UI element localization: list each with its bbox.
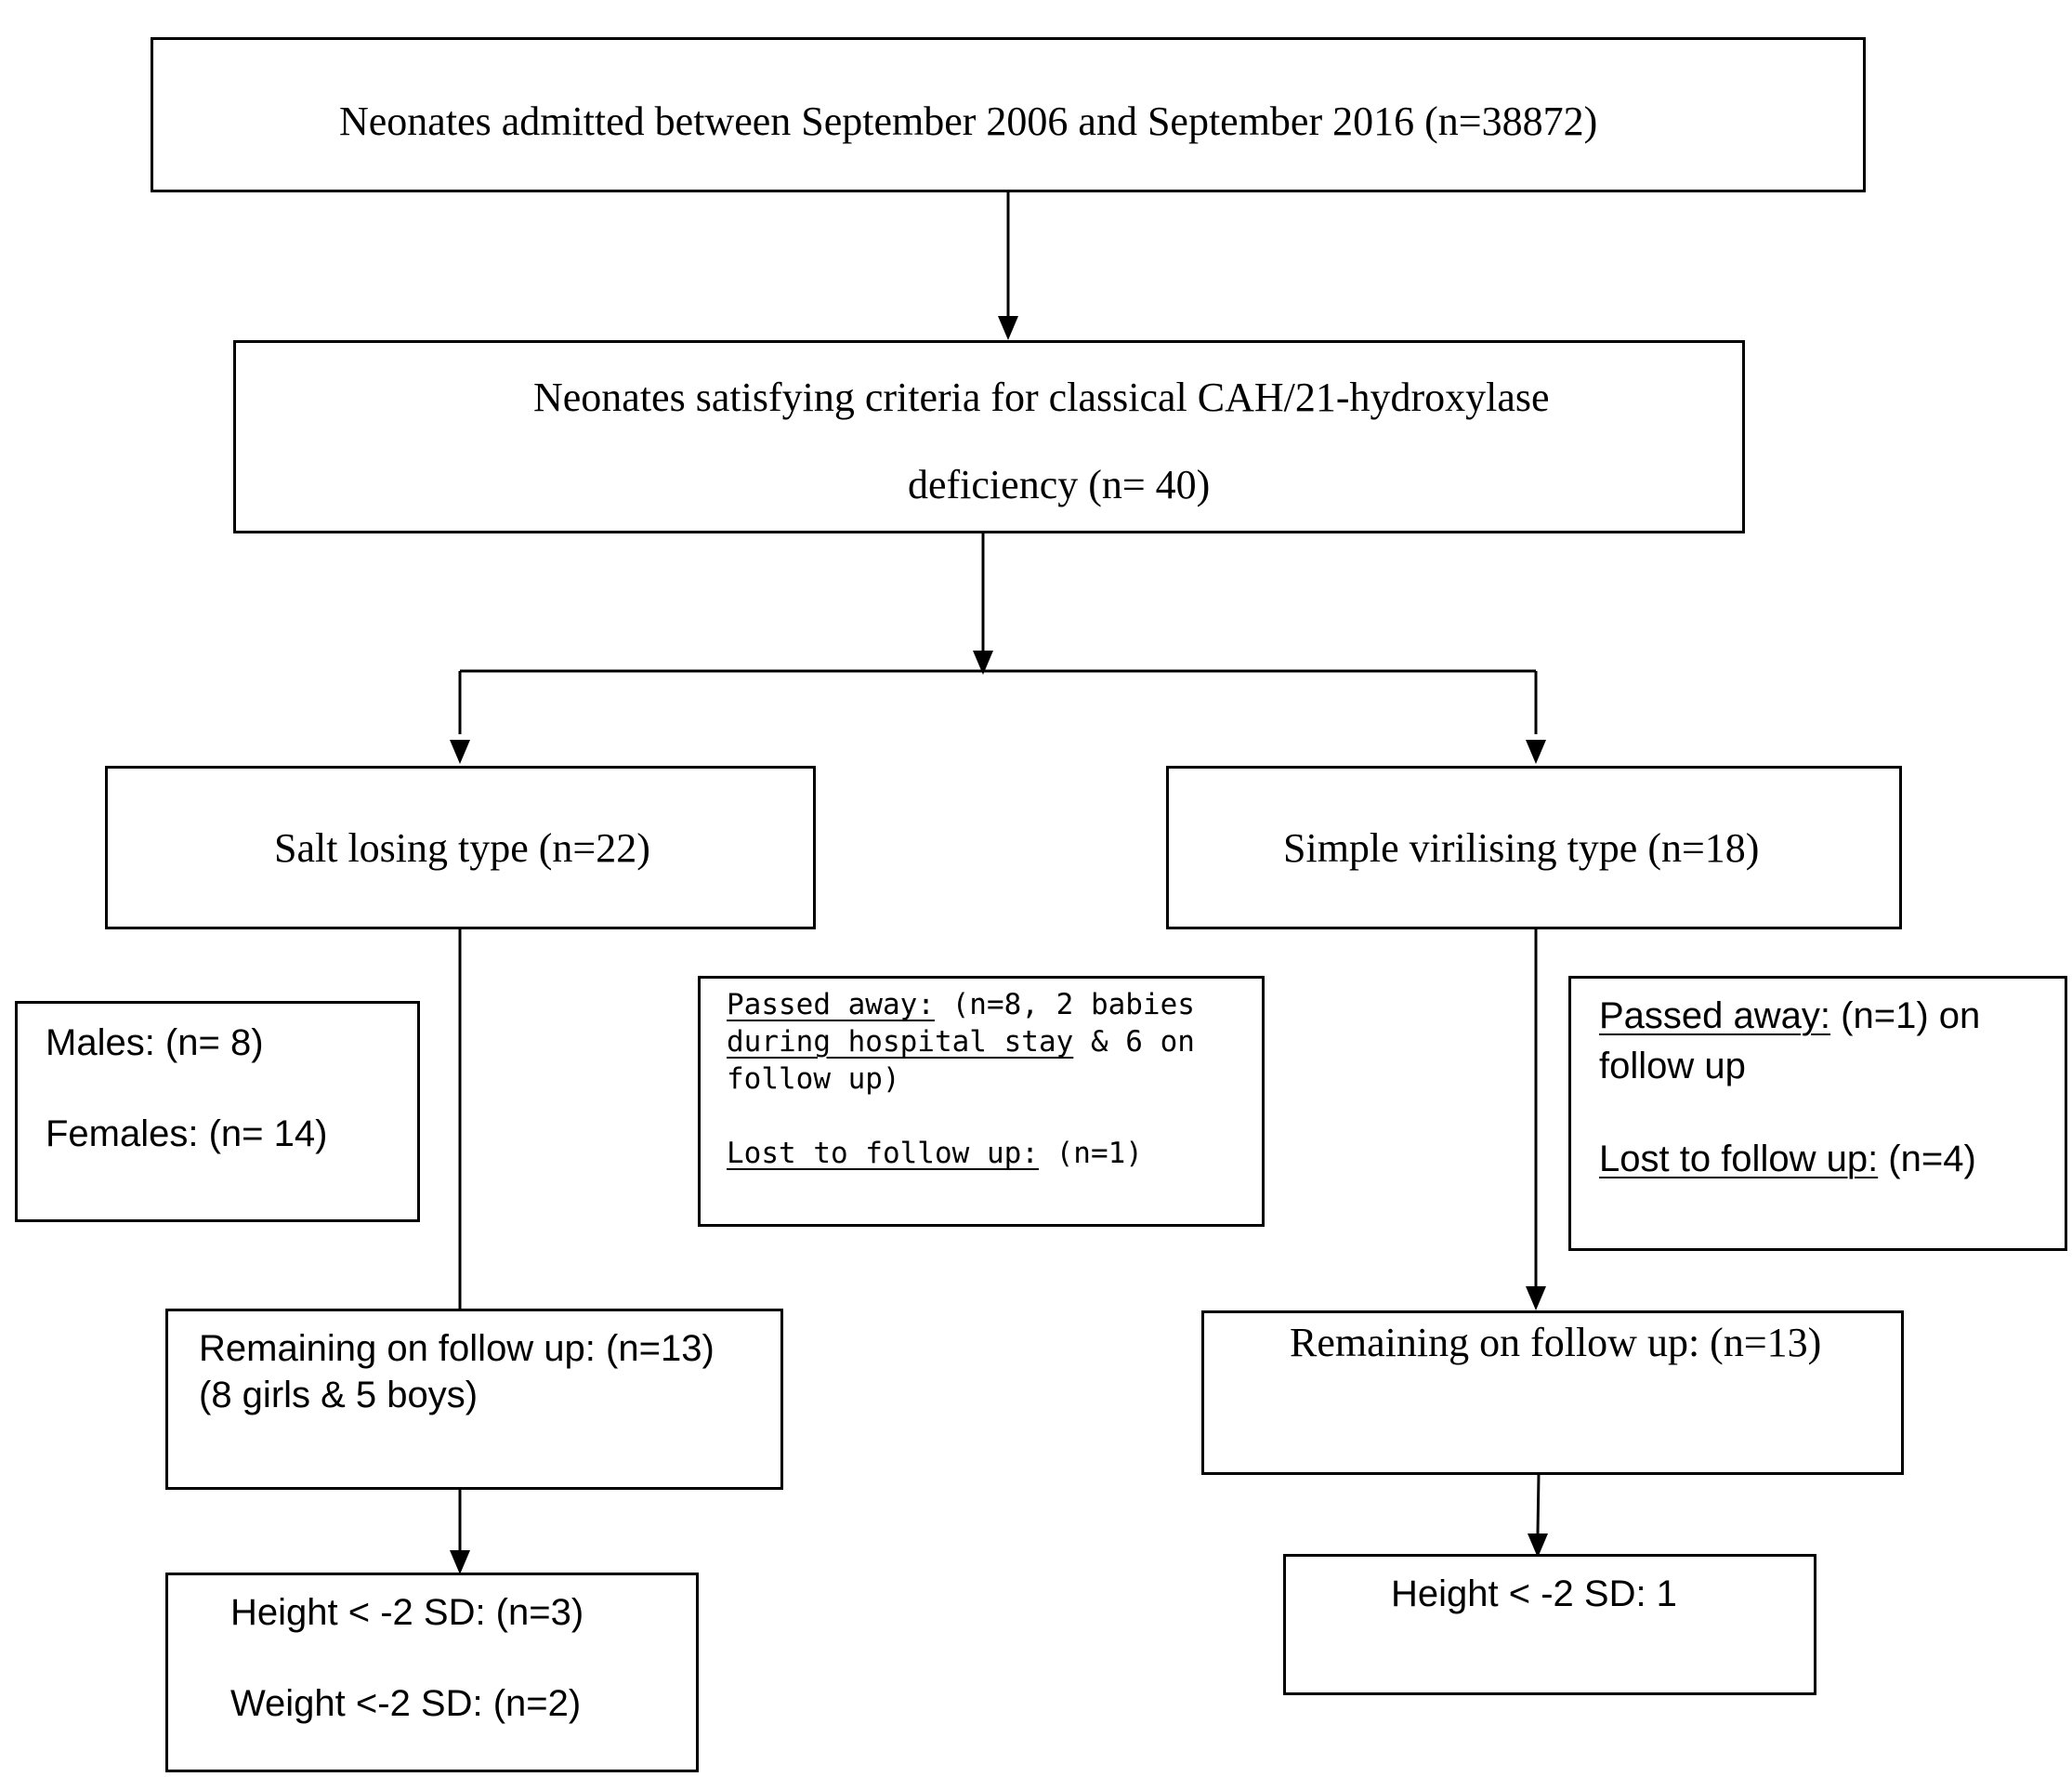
sl-remaining-line1: Remaining on follow up: (n=13) <box>199 1328 715 1369</box>
criteria-box: Neonates satisfying criteria for classic… <box>233 340 1745 533</box>
sl-passed-line1: Passed away: (n=8, 2 babies <box>727 988 1195 1021</box>
admitted-box: Neonates admitted between September 2006… <box>151 37 1866 192</box>
salt-losing-box: Salt losing type (n=22) <box>105 766 816 929</box>
criteria-text-line2: deficiency (n= 40) <box>908 462 1211 507</box>
sl-lost-value: (n=1) <box>1038 1137 1143 1170</box>
sl-remaining-line2: (8 girls & 5 boys) <box>199 1375 479 1415</box>
salt-losing-text: Salt losing type (n=22) <box>274 825 650 871</box>
sl-passed-label: Passed away: <box>727 988 935 1021</box>
sl-passed-under2: during hospital stay <box>727 1025 1074 1059</box>
simple-virilising-remaining-box: Remaining on follow up: (n=13) <box>1201 1310 1904 1475</box>
arrowhead-criteria <box>998 316 1018 340</box>
sv-passed-label: Passed away: <box>1599 995 1831 1036</box>
simple-virilising-text: Simple virilising type (n=18) <box>1283 825 1760 871</box>
arrowhead-sl-growth <box>450 1550 470 1574</box>
sl-lost-label: Lost to follow up: <box>727 1137 1039 1170</box>
males-text: Males: (n= 8) <box>46 1022 264 1063</box>
sl-passed-rest1: (n=8, 2 babies <box>934 988 1195 1021</box>
line-sv-remaining-down <box>1536 1473 1541 1534</box>
arrowhead-split <box>973 651 993 675</box>
simple-virilising-outcomes-box: Passed away: (n=1) on follow up Lost to … <box>1568 976 2067 1251</box>
sl-weight-text: Weight <-2 SD: (n=2) <box>230 1683 582 1724</box>
sv-lost-value: (n=4) <box>1878 1138 1976 1179</box>
sl-height-text: Height < -2 SD: (n=3) <box>230 1592 584 1633</box>
arrowhead-sv-growth <box>1528 1533 1548 1558</box>
sv-passed-line1: Passed away: (n=1) on <box>1599 995 1980 1037</box>
criteria-text-line1: Neonates satisfying criteria for classic… <box>533 375 1550 420</box>
salt-losing-remaining-box: Remaining on follow up: (n=13) (8 girls … <box>165 1309 783 1490</box>
salt-losing-outcomes-box: Passed away: (n=8, 2 babies during hospi… <box>698 976 1265 1227</box>
arrowhead-sv-remaining <box>1526 1286 1546 1310</box>
salt-losing-sex-box: Males: (n= 8) Females: (n= 14) <box>15 1001 420 1222</box>
females-text: Females: (n= 14) <box>46 1113 328 1154</box>
simple-virilising-box: Simple virilising type (n=18) <box>1166 766 1902 929</box>
simple-virilising-growth-box: Height < -2 SD: 1 <box>1283 1554 1816 1695</box>
arrowhead-virilising <box>1526 740 1546 764</box>
sv-passed-line2: follow up <box>1599 1046 1746 1086</box>
sv-passed-value: (n=1) on <box>1830 995 1981 1036</box>
sv-lost-line: Lost to follow up: (n=4) <box>1599 1138 1976 1180</box>
sl-passed-line3: follow up) <box>727 1062 900 1096</box>
salt-losing-growth-box: Height < -2 SD: (n=3) Weight <-2 SD: (n=… <box>165 1573 699 1772</box>
sv-height-text: Height < -2 SD: 1 <box>1391 1573 1677 1614</box>
sv-lost-label: Lost to follow up: <box>1599 1138 1879 1179</box>
sv-remaining-text: Remaining on follow up: (n=13) <box>1290 1320 1822 1365</box>
admitted-text: Neonates admitted between September 2006… <box>339 99 1598 144</box>
sl-lost-line: Lost to follow up: (n=1) <box>727 1137 1143 1170</box>
sl-passed-rest2: & 6 on <box>1073 1025 1195 1059</box>
arrowhead-salt-losing <box>450 740 470 764</box>
sl-passed-line2: during hospital stay & 6 on <box>727 1025 1195 1059</box>
